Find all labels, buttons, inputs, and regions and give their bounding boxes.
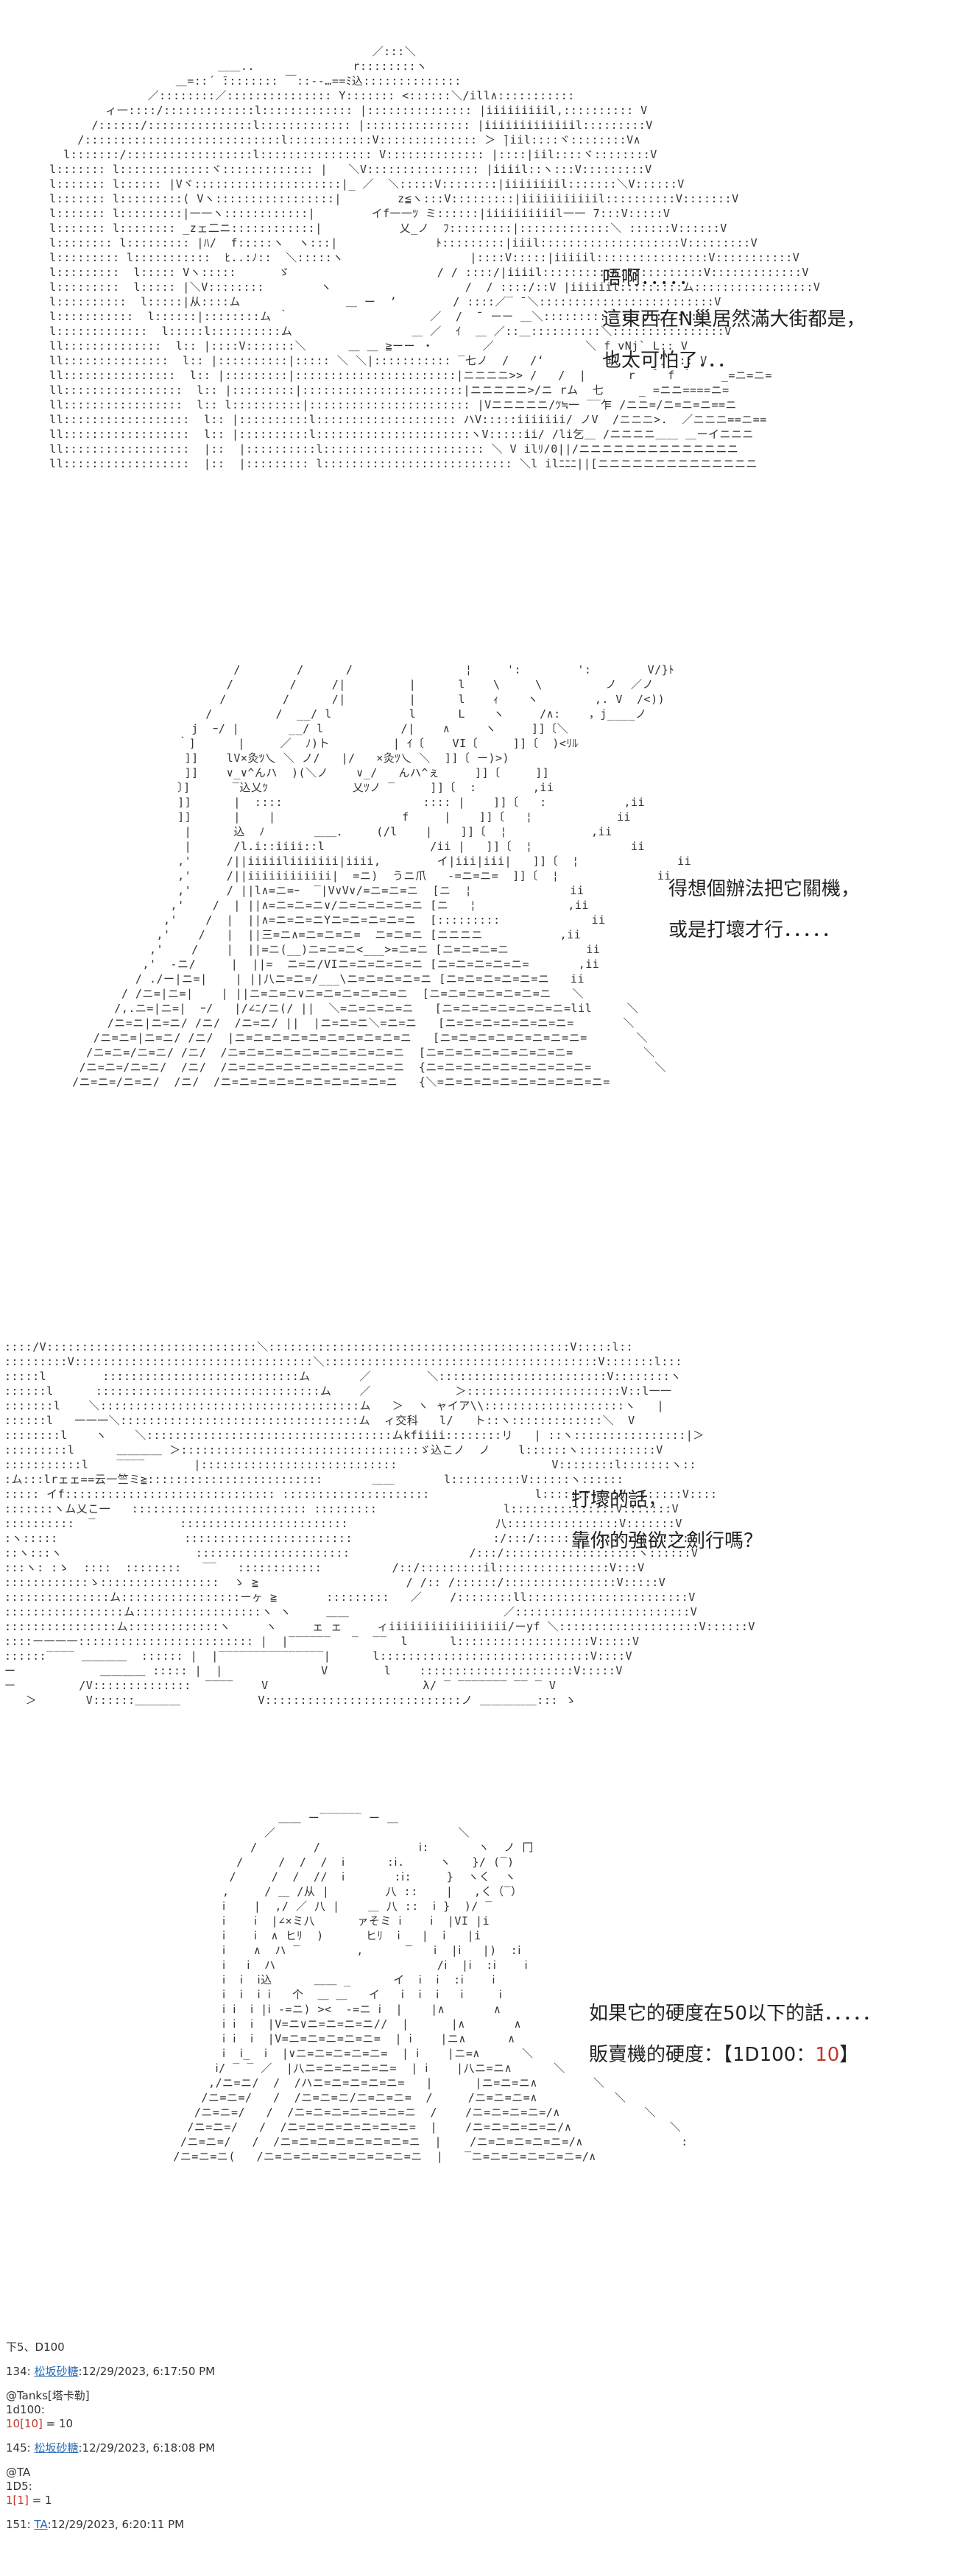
dialogue-line: 靠你的強欲之劍行嗎？ [571,1530,763,1552]
post-id: 134 [6,2365,27,2378]
panel-2: / / / ¦ ': ': V/}ﾄ / / /| | l \ \ ノ ／ノ /… [0,640,957,1303]
post-header: 134: 松坂砂糖:12/29/2023, 6:17:50 PM [6,2365,216,2378]
dialogue-roll-line: 販賣機的硬度：【1D100：10】 [589,2044,859,2066]
footer-label: 下5、D100 [6,2340,65,2354]
post-header: 151: TA:12/29/2023, 6:20:11 PM [6,2518,185,2531]
dice-roll-result: 10 [815,2044,840,2066]
dice-result: 10[10] = 10 [6,2417,74,2430]
dialogue-line: 如果它的硬度在50以下的話．．．．． [589,2003,882,2025]
dialogue-line: 這東西在N巢居然滿大街都是， [602,308,866,330]
dialogue-panel-1: 唔啊．．．．． 這東西在N巢居然滿大街都是， 也太可怕了．．． [602,258,865,381]
dialogue-line: 得想個辦法把它關機， [668,878,861,900]
dice-spec: 1D5: [6,2480,32,2493]
panel-1: ／:::＼ ＿＿.. r::::::::ヽ ＿=::´ ̄:::::::: ￣:… [0,22,957,626]
post-user-link[interactable]: 松坂砂糖 [34,2441,79,2455]
thread-footer: 下5、D100 134: 松坂砂糖:12/29/2023, 6:17:50 PM… [6,2340,948,2532]
post-header: 145: 松坂砂糖:12/29/2023, 6:18:08 PM [6,2441,216,2455]
mention-name: [塔卡勒] [47,2389,90,2402]
ascii-art-character-2: / / / ¦ ': ': V/}ﾄ / / /| | l \ \ ノ ／ノ /… [72,663,692,1089]
post-time: 12/29/2023, 6:18:08 PM [82,2441,216,2455]
post-user-link[interactable]: 松坂砂糖 [34,2365,79,2378]
post-mention: @Tanks[塔卡勒] [6,2389,90,2402]
post-time: 12/29/2023, 6:20:11 PM [51,2518,185,2531]
panel-3: ::::/V::::::::::::::::::::::::::::::＼:::… [0,1317,957,1774]
dialogue-line: 或是打壞才行．．．．． [668,919,841,941]
dialogue-panel-4: 如果它的硬度在50以下的話．．．．． 販賣機的硬度：【1D100：10】 [589,1993,881,2076]
ascii-art-character-4: ＿＿ ー‾‾‾‾‾‾ ー ＿ ／ ＼ / / ⅰ: ヽ ノ 冂 / / / / … [173,1811,688,2163]
post-id: 145 [6,2441,27,2455]
ascii-art-character-3: ::::/V::::::::::::::::::::::::::::::＼:::… [4,1340,755,1707]
post-time: 12/29/2023, 6:17:50 PM [82,2365,216,2378]
dialogue-line: 也太可怕了．．． [602,350,737,372]
ascii-art-character-1: ／:::＼ ＿＿.. r::::::::ヽ ＿=::´ ̄:::::::: ￣:… [49,45,821,470]
dice-result: 1[1] = 1 [6,2494,52,2507]
post-mention: @TA [6,2466,31,2479]
panel-4: ＿＿ ー‾‾‾‾‾‾ ー ＿ ／ ＼ / / ⅰ: ヽ ノ 冂 / / / / … [0,1796,957,2333]
dialogue-panel-3: 打壞的話， 靠你的強欲之劍行嗎？ [571,1479,763,1562]
dice-spec: 1d100: [6,2403,45,2416]
post-id: 151 [6,2518,27,2531]
dialogue-panel-2: 得想個辦法把它關機， 或是打壞才行．．．．． [668,868,860,951]
dialogue-line: 唔啊．．．．． [602,267,699,289]
dialogue-line: 打壞的話， [571,1489,668,1511]
post-user-link[interactable]: TA [34,2518,48,2531]
